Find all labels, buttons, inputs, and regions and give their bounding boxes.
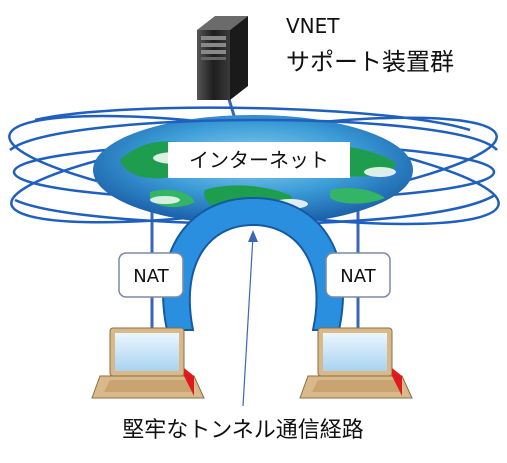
laptop-right-icon xyxy=(299,327,413,399)
internet-label: インターネット xyxy=(189,148,329,172)
tunnel-caption: 堅牢なトンネル通信経路 xyxy=(122,418,364,443)
server-title: VNET xyxy=(286,14,340,38)
nat-left-label: NAT xyxy=(133,266,169,287)
server-icon xyxy=(197,16,248,100)
server-subtitle: サポート装置群 xyxy=(286,48,454,76)
nat-right-box xyxy=(325,252,391,298)
tunnel-pointer-line xyxy=(242,235,254,407)
tunnel-pointer-arrowhead xyxy=(248,230,258,242)
internet-label-box xyxy=(168,142,350,178)
nat-right-label: NAT xyxy=(340,266,376,287)
laptop-left-icon xyxy=(91,327,205,399)
nat-left-box xyxy=(118,252,184,298)
